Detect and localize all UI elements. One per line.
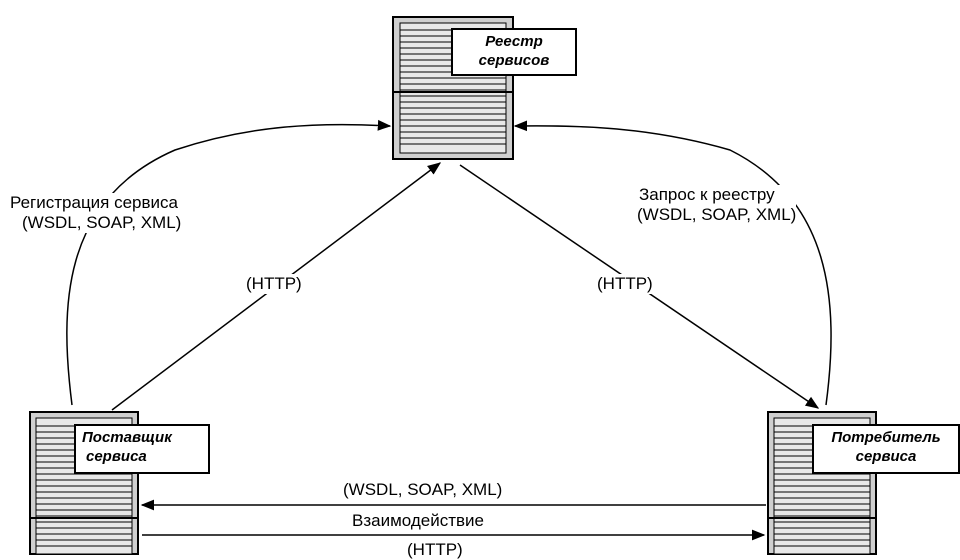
provider-label-line2: сервиса [86, 448, 147, 465]
interaction-label: Взаимодействие [352, 511, 484, 530]
provider-label-line1: Поставщик [82, 429, 172, 446]
bottom-http-label: (HTTP) [407, 540, 463, 559]
registration-label: Регистрация сервиса (WSDL, SOAP, XML) [10, 193, 182, 233]
registry-query-label: Запрос к реестру (WSDL, SOAP, XML) [637, 185, 797, 225]
bottom-protocols-label: (WSDL, SOAP, XML) [343, 480, 503, 499]
registry-label: Реестр сервисов [451, 28, 577, 76]
registration-curve-arrow [66, 119, 392, 406]
consumer-label: Потребитель сервиса [812, 424, 960, 474]
provider-label: Поставщик сервиса [74, 424, 210, 474]
registry-query-label-line2: (WSDL, SOAP, XML) [637, 205, 797, 224]
registration-label-line2: (WSDL, SOAP, XML) [22, 213, 182, 232]
registration-label-line1: Регистрация сервиса [10, 193, 178, 212]
registry-label-line2: сервисов [478, 52, 550, 69]
registry-label-line1: Реестр [485, 33, 543, 50]
consumer-label-line1: Потребитель [831, 429, 941, 446]
registry-query-curve-arrow [513, 120, 832, 406]
registry-query-label-line1: Запрос к реестру [639, 185, 775, 204]
consumer-label-line2: сервиса [855, 448, 917, 465]
left-http-label: (HTTP) [246, 274, 302, 294]
right-http-label: (HTTP) [597, 274, 653, 294]
